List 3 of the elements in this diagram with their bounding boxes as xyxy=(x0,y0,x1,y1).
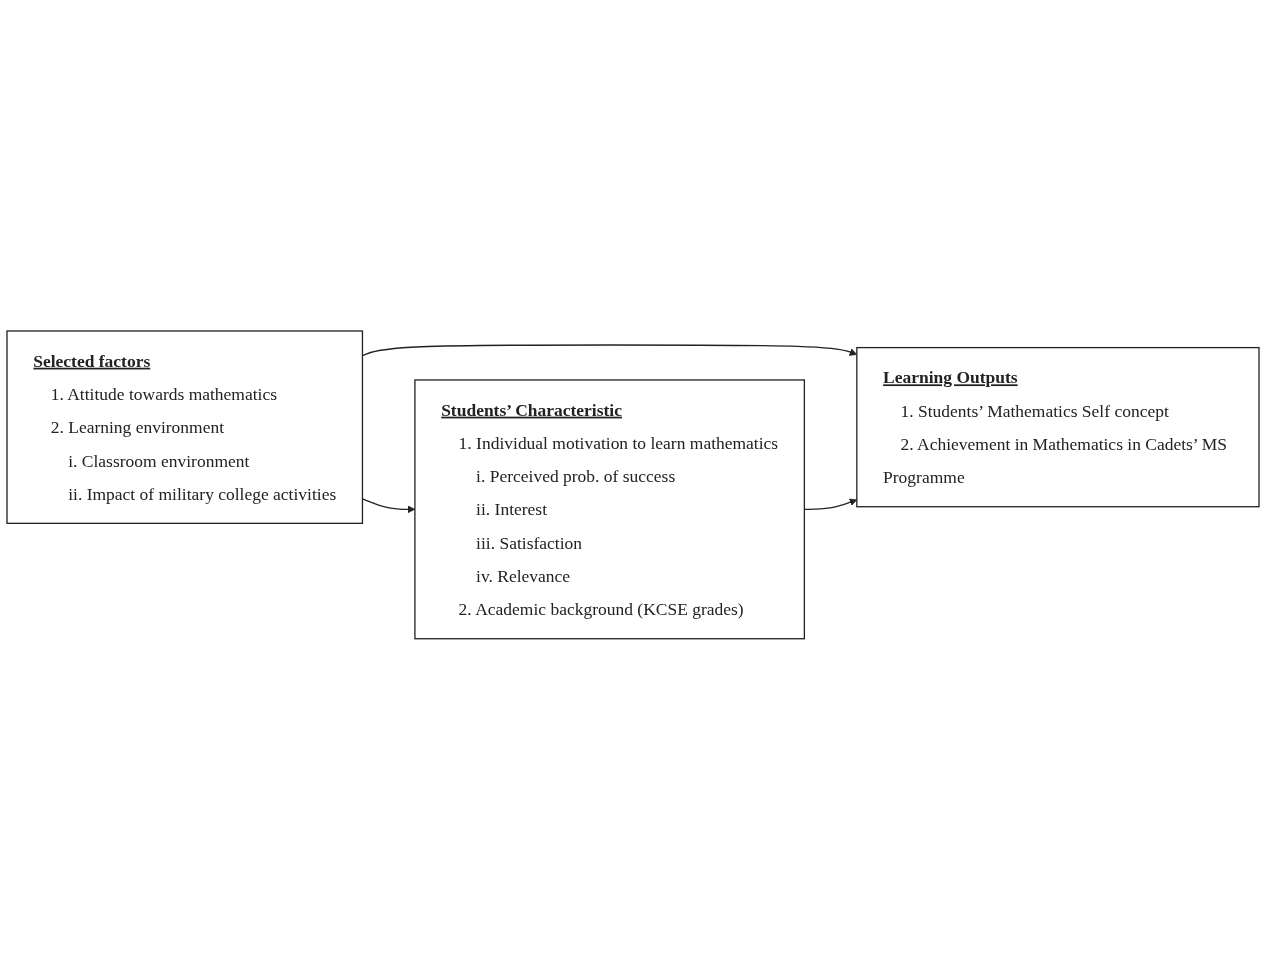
node-box: Learning Outputs 1. Students’ Mathematics Self concept 2. Achievement in Mathematics in Cadets’ MS Programme xyxy=(856,346,1260,507)
node-box: Selected factors 1. Attitude towards mathematics 2. Learning environment i. Classroom environment ii. Impact of military college activities xyxy=(6,329,364,524)
node-box: Students’ Characteristic 1. Individual motivation to learn mathematics i. Perceived prob. of success ii. Interest iii. Satisfaction iv. Relevance 2. Academic background (KCSE grades) xyxy=(414,378,806,640)
